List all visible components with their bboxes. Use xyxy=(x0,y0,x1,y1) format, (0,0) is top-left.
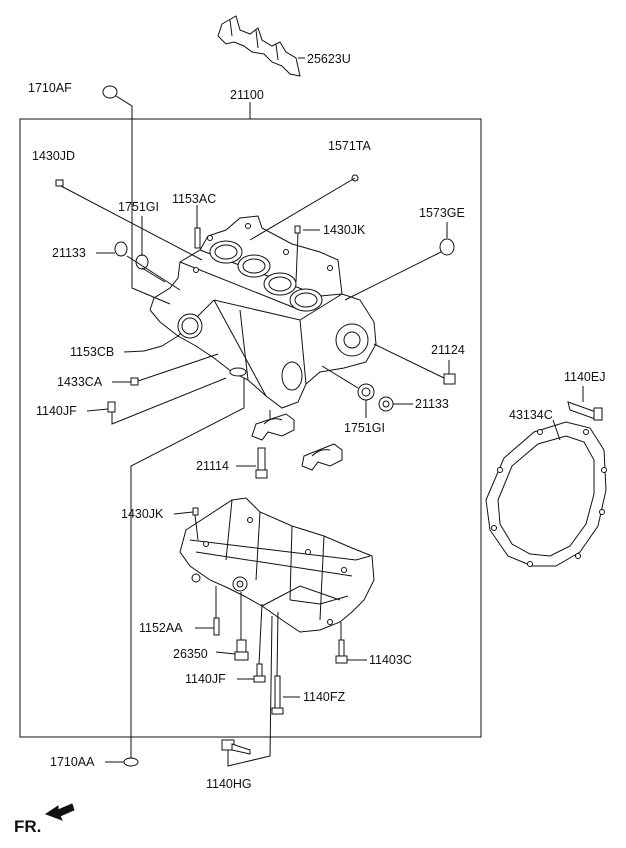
bolt-1140ej-part xyxy=(567,401,603,421)
plug-1153ac-part xyxy=(194,227,201,249)
label-1710af: 1710AF xyxy=(28,81,72,95)
plug-1153cb-part xyxy=(143,345,163,352)
bearing-cap-part xyxy=(301,443,343,471)
bearing-cap-part xyxy=(251,413,295,441)
plug-21133-part xyxy=(114,241,128,257)
label-26350: 26350 xyxy=(173,647,208,661)
label-1153ac: 1153AC xyxy=(172,192,216,206)
plug-1710aa-part xyxy=(123,757,139,767)
label-1140jf-lower: 1140JF xyxy=(185,672,226,686)
front-arrow-icon xyxy=(44,803,75,821)
label-1140ej: 1140EJ xyxy=(564,370,605,384)
label-21133-right: 21133 xyxy=(415,397,449,411)
label-1751gi-lower: 1751GI xyxy=(344,421,385,435)
label-1140fz: 1140FZ xyxy=(303,690,346,704)
bolt-1140jf-part xyxy=(107,401,116,413)
assembly-frame xyxy=(19,118,482,738)
label-21133-left: 21133 xyxy=(52,246,86,260)
label-11403c: 11403C xyxy=(369,653,412,667)
plug-1433ca-part xyxy=(130,377,139,386)
bolt-11403c-part xyxy=(335,639,348,664)
leader-lines xyxy=(60,95,584,767)
front-marker-label: FR. xyxy=(14,817,41,836)
pin-1430jd-part xyxy=(55,179,64,187)
label-1140hg: 1140HG xyxy=(206,777,252,791)
label-1571ta: 1571TA xyxy=(328,139,372,153)
pin-21124-part xyxy=(443,373,456,385)
label-1573ge: 1573GE xyxy=(419,206,465,220)
label-1751gi-upper: 1751GI xyxy=(118,200,159,214)
label-21114: 21114 xyxy=(196,459,229,473)
label-1140jf-upper: 1140JF xyxy=(36,404,77,418)
plug-1710af-part xyxy=(102,85,118,99)
label-1433ca: 1433CA xyxy=(57,375,103,389)
water-jacket-spacer-part xyxy=(217,15,301,77)
label-21124: 21124 xyxy=(431,343,465,357)
plug-1573ge-part xyxy=(439,238,455,256)
bolt-1140fz-part xyxy=(271,675,284,715)
seal-1751gi-part xyxy=(135,254,149,270)
drain-plug-26350-part xyxy=(234,639,249,661)
pin-1430jk-lower-part xyxy=(192,507,199,516)
bolt-1140jf-lower-part xyxy=(253,663,266,683)
label-21100: 21100 xyxy=(230,88,264,102)
plug-1152aa-part xyxy=(213,617,220,636)
label-1710aa: 1710AA xyxy=(50,755,95,769)
cylinder-block-part xyxy=(149,215,377,409)
label-1153cb: 1153CB xyxy=(70,345,114,359)
pin-1430jk-part xyxy=(294,225,301,234)
label-1430jk-lower: 1430JK xyxy=(121,507,164,521)
label-25623u: 25623U xyxy=(307,52,351,66)
bolt-21114-part xyxy=(255,447,268,479)
lower-crankcase-part xyxy=(179,497,375,633)
label-1430jd: 1430JD xyxy=(32,149,75,163)
bolt-1140hg-part xyxy=(221,739,251,755)
gasket-part xyxy=(485,421,607,567)
label-1152aa: 1152AA xyxy=(139,621,183,635)
label-43134c: 43134C xyxy=(509,408,553,422)
label-1430jk-upper: 1430JK xyxy=(323,223,366,237)
